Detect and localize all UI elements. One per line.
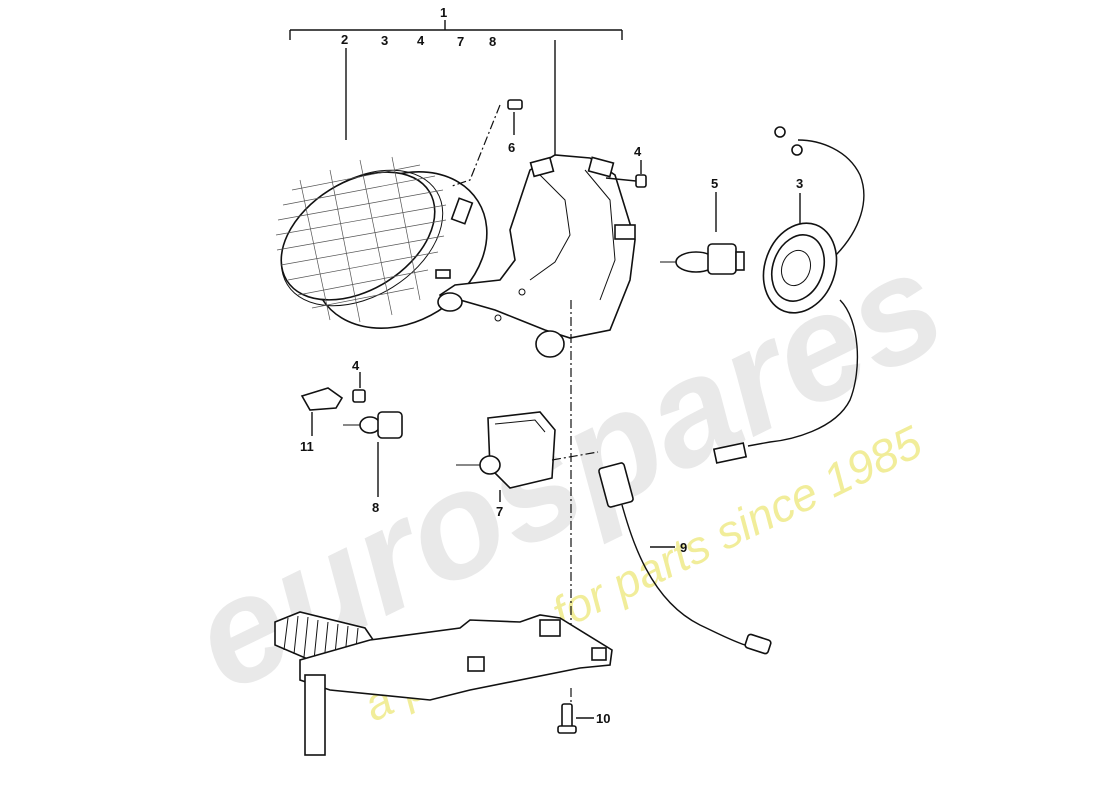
callout-8-sub: 8 (489, 34, 496, 49)
headlamp-housing (437, 154, 636, 358)
callout-11: 11 (300, 439, 314, 454)
callout-1: 1 (440, 5, 447, 20)
callout-8: 8 (372, 500, 379, 515)
screw-4-top: 4 (605, 144, 647, 188)
callout-9: 9 (680, 540, 687, 555)
callout-5: 5 (711, 176, 718, 191)
bulb-8: 8 (343, 411, 403, 515)
callout-3: 3 (796, 176, 803, 191)
callout-2-sub: 2 (341, 32, 348, 47)
callout-4-sub: 4 (417, 33, 425, 48)
lamp-unit-7: 7 (456, 411, 556, 519)
headlamp-lens (275, 156, 488, 329)
callout-3-sub: 3 (381, 33, 388, 48)
callout-4b: 4 (352, 358, 360, 373)
wiring-harness-9: 9 (598, 462, 772, 655)
screw-10: 10 (557, 688, 610, 734)
group-bracket: 1 2 3 4 7 8 (289, 5, 623, 160)
callout-6: 6 (508, 140, 515, 155)
mounting-bracket (274, 611, 613, 756)
bulb-socket-3: 3 (712, 126, 865, 464)
screw-4-lower: 4 (352, 358, 366, 403)
callout-7-sub: 7 (457, 34, 464, 49)
callout-7: 7 (496, 504, 503, 519)
alignment-axis (551, 300, 599, 650)
bulb-5: 5 (660, 176, 745, 275)
bracket-11: 11 (300, 387, 344, 454)
callout-10: 10 (596, 711, 610, 726)
clip-6: 6 (451, 99, 523, 187)
callout-4a: 4 (634, 144, 642, 159)
